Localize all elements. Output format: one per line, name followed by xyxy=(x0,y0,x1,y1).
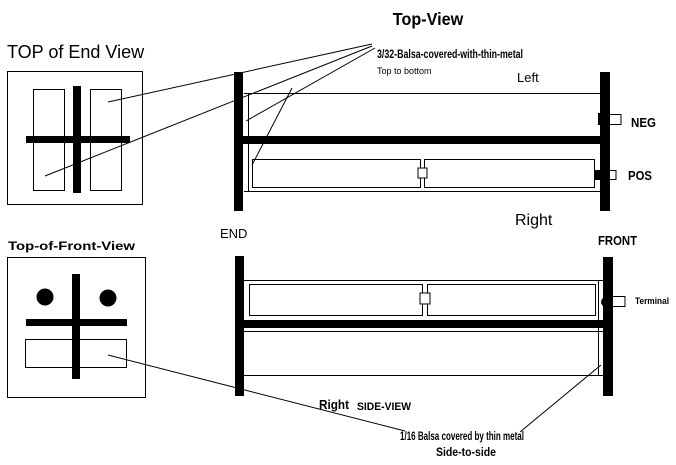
right-top-label: Right xyxy=(515,212,553,229)
pos-terminal-icon xyxy=(594,170,602,180)
top-view-cell-right xyxy=(424,159,595,188)
neg-terminal-icon xyxy=(598,113,606,125)
neg-label: NEG xyxy=(631,115,656,130)
front-label: FRONT xyxy=(598,233,637,248)
front-view-frame xyxy=(7,257,146,398)
leader-balsa-to-end-slot xyxy=(107,43,373,103)
side-view-cell-joint xyxy=(419,292,431,305)
balsa-1-16-label: 1/16 Balsa covered by thin metal xyxy=(400,429,524,443)
front-view-left-terminal xyxy=(36,288,54,306)
top-view-cell-left xyxy=(252,159,421,188)
side-view-label: SIDE-VIEW xyxy=(357,401,412,413)
neg-terminal-tab xyxy=(610,114,622,125)
balsa-3-32-label: 3/32-Balsa-covered-with-thin-metal xyxy=(377,47,523,61)
top-to-bottom-label: Top to bottom xyxy=(377,66,432,76)
leader-balsa-to-top-lower xyxy=(251,87,293,166)
terminal-tab xyxy=(612,296,626,307)
end-label: END xyxy=(220,226,247,241)
top-view-title: Top-View xyxy=(393,9,464,29)
side-view-end-wall xyxy=(235,256,244,396)
top-view-center-rail xyxy=(238,136,610,144)
leader-balsa-to-top-upper xyxy=(245,47,376,122)
top-view-end-wall xyxy=(234,72,243,211)
side-view-cell-left xyxy=(249,284,423,316)
front-view-right-terminal xyxy=(99,289,117,307)
front-view-panel xyxy=(7,257,146,398)
end-view-frame xyxy=(7,71,143,205)
left-label: Left xyxy=(517,70,539,85)
text-labels: Top-View TOP of End View 3/32-Balsa-cove… xyxy=(7,9,669,459)
pos-terminal-tab xyxy=(610,170,617,180)
end-view-horizontal-bar xyxy=(26,136,130,143)
front-view-horizontal-bar xyxy=(26,319,127,326)
side-to-side-label: Side-to-side xyxy=(436,445,496,459)
front-view-vertical-bar xyxy=(72,274,80,379)
side-view-front-wall xyxy=(603,257,613,396)
pos-label: POS xyxy=(628,168,652,183)
leader-lines xyxy=(44,43,602,433)
side-view-center-rail xyxy=(244,320,612,328)
right-bottom-label: Right xyxy=(319,397,350,412)
leader-balsa-to-end-center xyxy=(44,45,373,177)
leader-side-balsa-to-side-view xyxy=(519,364,602,433)
side-view-cell-right xyxy=(427,284,596,316)
top-view-assembly xyxy=(234,72,622,211)
top-view-front-wall xyxy=(600,72,610,211)
terminal-label: Terminal xyxy=(635,296,669,306)
front-view-title: Top-of-Front-View xyxy=(8,239,136,253)
end-view-title: TOP of End View xyxy=(7,42,145,62)
side-view-assembly xyxy=(235,256,626,396)
terminal-icon xyxy=(601,297,611,307)
leader-side-balsa-to-front-slot xyxy=(107,354,406,432)
end-view-panel xyxy=(7,71,143,205)
top-view-cell-joint xyxy=(417,167,428,179)
